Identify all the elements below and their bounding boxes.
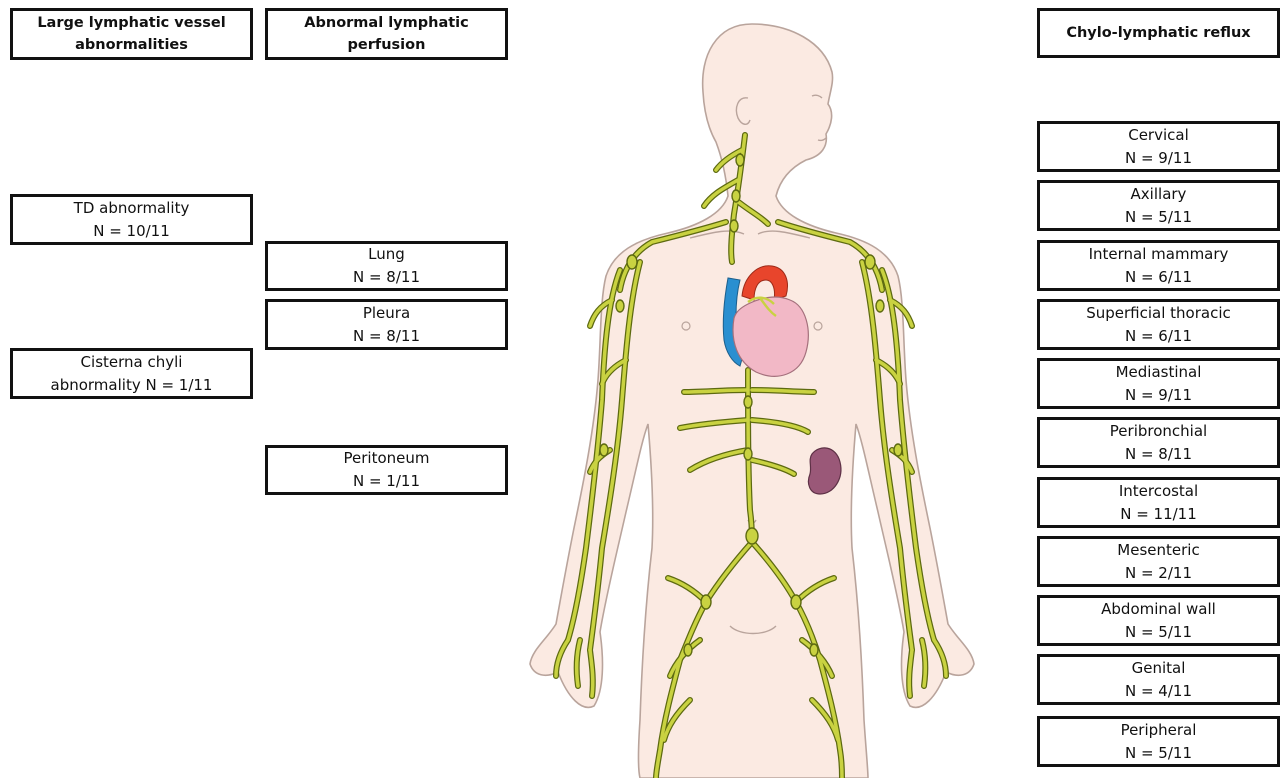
peritoneum-label: Peritoneum [344, 447, 430, 470]
large-vessel-header: Large lymphatic vessel abnormalities [10, 8, 253, 60]
reflux-box-mediastinal: Mediastinal N = 9/11 [1037, 358, 1280, 409]
reflux-label-genital: Genital [1132, 657, 1186, 680]
reflux-box-superficial-thoracic: Superficial thoracic N = 6/11 [1037, 299, 1280, 350]
reflux-box-internal-mammary: Internal mammary N = 6/11 [1037, 240, 1280, 291]
reflux-label-mediastinal: Mediastinal [1116, 361, 1202, 384]
perfusion-header: Abnormal lymphatic perfusion [265, 8, 508, 60]
cisterna-chyli-box: Cisterna chyli abnormality N = 1/11 [10, 348, 253, 399]
large-vessel-header-line-2: abnormalities [75, 34, 188, 56]
reflux-label-superficial-thoracic: Superficial thoracic [1086, 302, 1231, 325]
reflux-count-superficial-thoracic: N = 6/11 [1125, 325, 1192, 348]
perfusion-header-line-2: perfusion [348, 34, 426, 56]
lymph-node [616, 300, 624, 312]
reflux-count-intercostal: N = 11/11 [1120, 503, 1197, 526]
lymphatic-system-illustration [500, 0, 1020, 778]
reflux-label-peripheral: Peripheral [1121, 719, 1197, 742]
peritoneum-count: N = 1/11 [353, 470, 420, 493]
lymph-node [730, 220, 738, 232]
td-abnormality-count: N = 10/11 [93, 220, 170, 243]
pleura-box: Pleura N = 8/11 [265, 299, 508, 350]
lung-label: Lung [368, 243, 405, 266]
lymph-node [744, 396, 752, 408]
reflux-label-cervical: Cervical [1128, 124, 1189, 147]
reflux-label-mesenteric: Mesenteric [1117, 539, 1199, 562]
large-vessel-header-line-1: Large lymphatic vessel [37, 12, 225, 34]
reflux-count-genital: N = 4/11 [1125, 680, 1192, 703]
reflux-box-cervical: Cervical N = 9/11 [1037, 121, 1280, 172]
reflux-label-intercostal: Intercostal [1119, 480, 1198, 503]
pleura-label: Pleura [363, 302, 410, 325]
lymph-node [701, 595, 711, 609]
reflux-box-genital: Genital N = 4/11 [1037, 654, 1280, 705]
perfusion-header-line-1: Abnormal lymphatic [304, 12, 468, 34]
lymph-node [865, 255, 875, 269]
reflux-box-peribronchial: Peribronchial N = 8/11 [1037, 417, 1280, 468]
reflux-count-mesenteric: N = 2/11 [1125, 562, 1192, 585]
reflux-header: Chylo-lymphatic reflux [1037, 8, 1280, 58]
reflux-header-label: Chylo-lymphatic reflux [1066, 22, 1250, 44]
reflux-count-peripheral: N = 5/11 [1125, 742, 1192, 765]
reflux-count-mediastinal: N = 9/11 [1125, 384, 1192, 407]
pleura-count: N = 8/11 [353, 325, 420, 348]
reflux-count-internal-mammary: N = 6/11 [1125, 266, 1192, 289]
reflux-box-intercostal: Intercostal N = 11/11 [1037, 477, 1280, 528]
cisterna-chyli-label: Cisterna chyli [81, 351, 183, 374]
lung-box: Lung N = 8/11 [265, 241, 508, 291]
reflux-label-axillary: Axillary [1131, 183, 1187, 206]
reflux-box-axillary: Axillary N = 5/11 [1037, 180, 1280, 231]
lymph-node [894, 444, 902, 456]
lymph-node [744, 448, 752, 460]
lymph-node [684, 644, 692, 656]
lymph-node [600, 444, 608, 456]
lung-count: N = 8/11 [353, 266, 420, 289]
reflux-box-peripheral: Peripheral N = 5/11 [1037, 716, 1280, 767]
lymph-node [810, 644, 818, 656]
lymph-node [627, 255, 637, 269]
peritoneum-box: Peritoneum N = 1/11 [265, 445, 508, 495]
lymph-node [746, 528, 758, 544]
lymph-node [791, 595, 801, 609]
td-abnormality-label: TD abnormality [74, 197, 190, 220]
reflux-count-cervical: N = 9/11 [1125, 147, 1192, 170]
reflux-count-peribronchial: N = 8/11 [1125, 443, 1192, 466]
lymph-node [736, 154, 744, 166]
reflux-box-abdominal-wall: Abdominal wall N = 5/11 [1037, 595, 1280, 646]
reflux-count-abdominal-wall: N = 5/11 [1125, 621, 1192, 644]
cisterna-chyli-count: abnormality N = 1/11 [51, 374, 213, 397]
td-abnormality-box: TD abnormality N = 10/11 [10, 194, 253, 245]
reflux-label-internal-mammary: Internal mammary [1089, 243, 1229, 266]
reflux-label-abdominal-wall: Abdominal wall [1101, 598, 1216, 621]
reflux-label-peribronchial: Peribronchial [1110, 420, 1207, 443]
lymph-node [732, 190, 740, 202]
reflux-count-axillary: N = 5/11 [1125, 206, 1192, 229]
reflux-box-mesenteric: Mesenteric N = 2/11 [1037, 536, 1280, 587]
lymph-node [876, 300, 884, 312]
